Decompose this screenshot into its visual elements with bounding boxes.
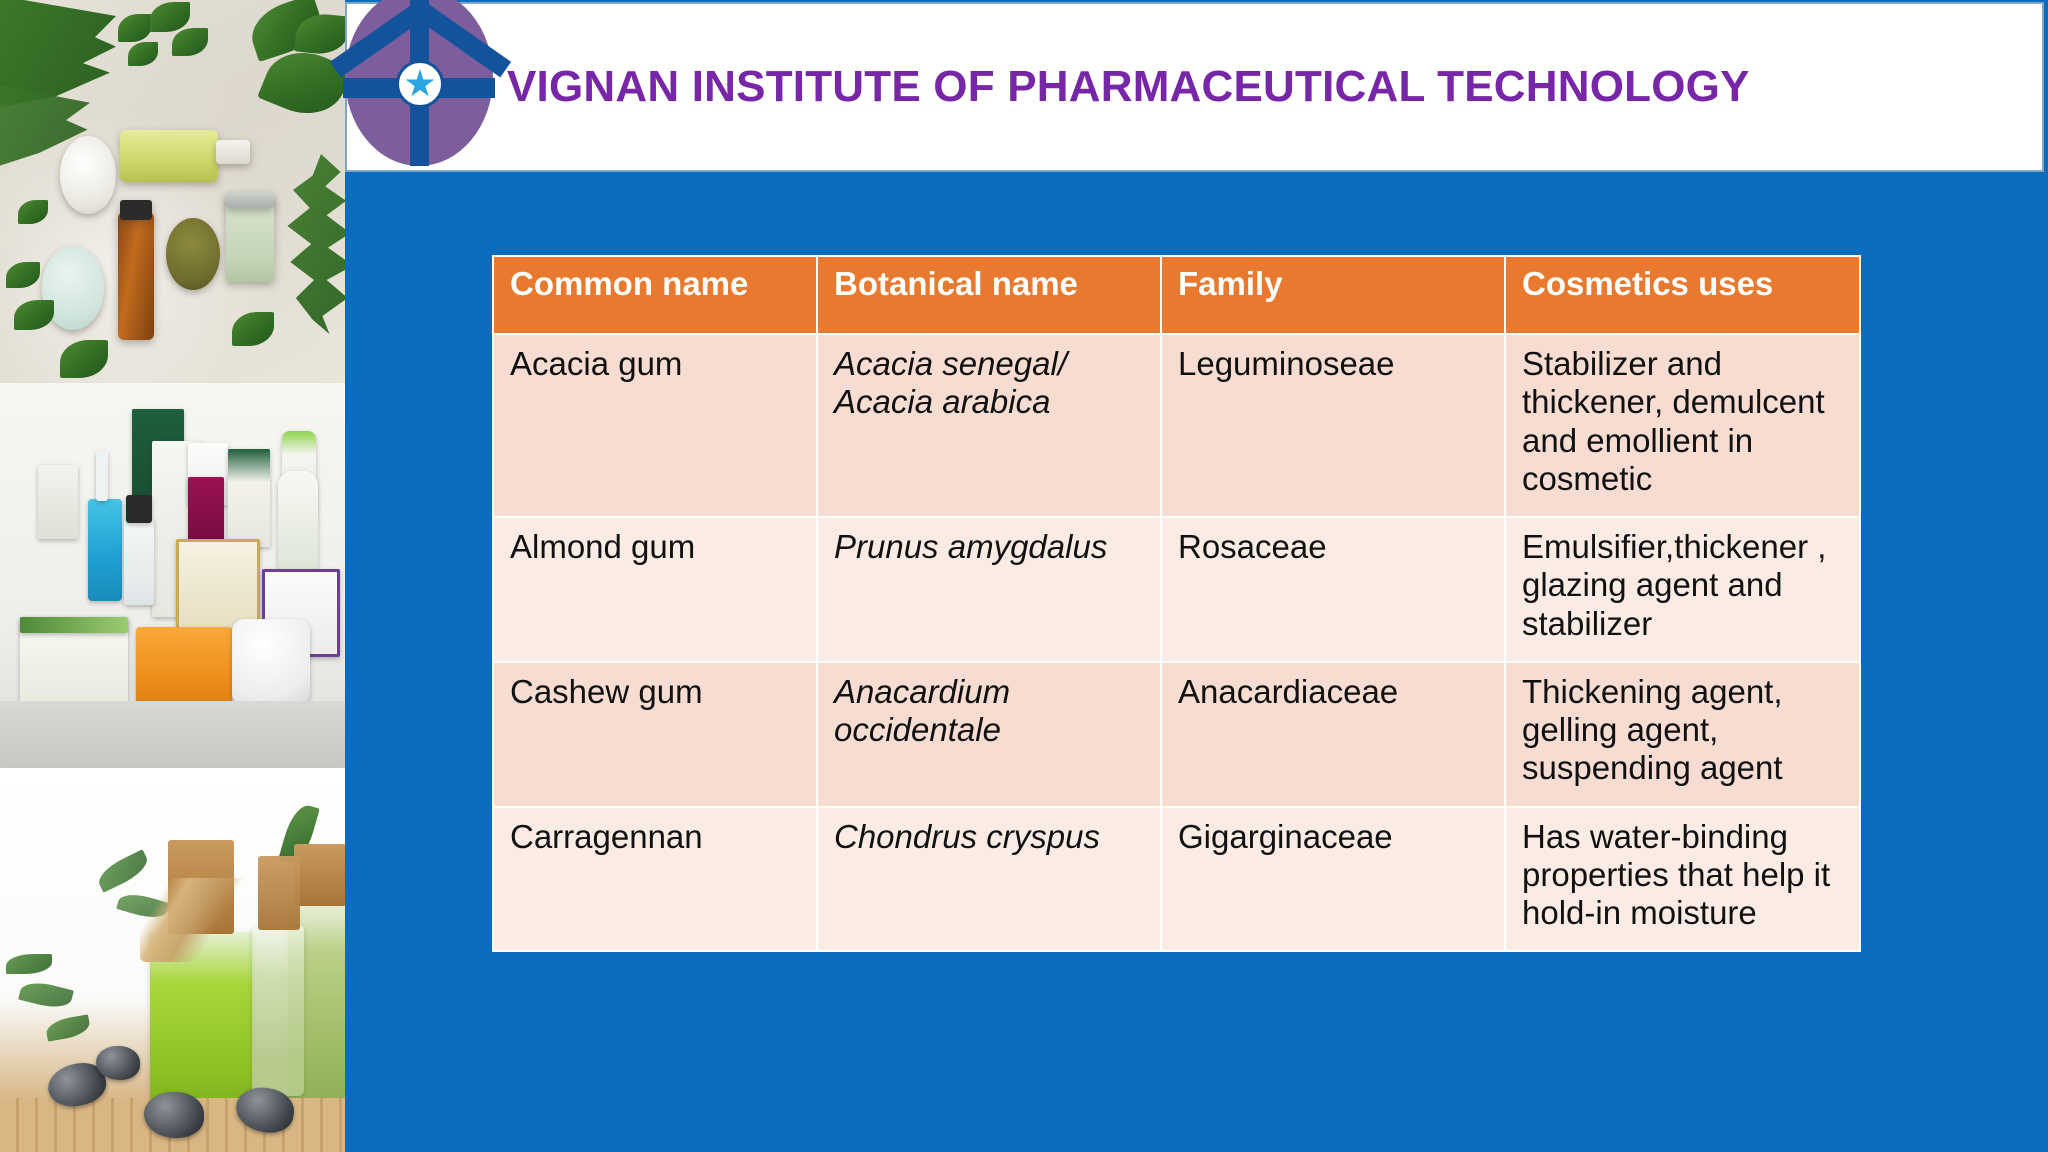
olive-leaf — [6, 954, 52, 974]
marble-table-surface — [0, 701, 345, 768]
table-row: Almond gum Prunus amygdalus Rosaceae Emu… — [494, 518, 1859, 661]
cell-family: Rosaceae — [1162, 518, 1504, 661]
spa-stone — [144, 1092, 204, 1138]
column-header-family: Family — [1162, 257, 1504, 333]
vignan-institute-logo-icon — [325, 0, 512, 172]
soap-box-green-band — [20, 617, 128, 633]
amber-dropper-bottle — [118, 212, 154, 340]
white-cream-tub — [232, 619, 310, 705]
table-header-row: Common name Botanical name Family Cosmet… — [494, 257, 1859, 333]
product-box-left-small — [38, 465, 78, 539]
gums-table-container: Common name Botanical name Family Cosmet… — [492, 255, 1861, 953]
hand-wash-bottle — [88, 499, 122, 601]
cell-botanical-name: Anacardium occidentale — [818, 662, 1160, 806]
institute-header-band: VIGNAN INSTITUTE OF PHARMACEUTICAL TECHN… — [329, 0, 2044, 172]
cell-cosmetics-uses: Has water-binding properties that help i… — [1506, 807, 1859, 951]
spray-bottle-clear — [124, 519, 154, 605]
column-header-botanical-name: Botanical name — [818, 257, 1160, 333]
cell-family: Gigarginaceae — [1162, 807, 1504, 951]
green-jar-lid — [226, 192, 274, 208]
cell-botanical-name: Chondrus cryspus — [818, 807, 1160, 951]
product-box-gold-cream — [176, 539, 260, 631]
raffia-tie-center — [140, 878, 260, 962]
orange-soap-bar — [136, 627, 232, 709]
green-cream-jar — [226, 196, 274, 282]
oil-vial-back — [252, 926, 304, 1096]
product-box-ketoconazole — [228, 449, 270, 547]
table-row: Carragennan Chondrus cryspus Gigarginace… — [494, 807, 1859, 951]
photo-herbal-cosmetics-flatlay — [0, 0, 345, 383]
institute-title: VIGNAN INSTITUTE OF PHARMACEUTICAL TECHN… — [507, 62, 1750, 111]
table-row: Acacia gum Acacia senegal/ Acacia arabic… — [494, 335, 1859, 517]
photo-green-oil-vials — [0, 768, 345, 1152]
photo-herbal-product-display — [0, 383, 345, 768]
herbal-paste-jar — [166, 218, 220, 290]
photo-strip — [0, 0, 345, 1152]
spa-stone — [96, 1046, 140, 1080]
cell-botanical-name: Prunus amygdalus — [818, 518, 1160, 661]
cell-cosmetics-uses: Thickening agent, gelling agent, suspend… — [1506, 662, 1859, 806]
column-header-common-name: Common name — [494, 257, 816, 333]
table-body: Acacia gum Acacia senegal/ Acacia arabic… — [494, 335, 1859, 951]
pump-dispenser-head — [216, 140, 250, 164]
cell-common-name: Carragennan — [494, 807, 816, 951]
cell-common-name: Almond gum — [494, 518, 816, 661]
cell-cosmetics-uses: Stabilizer and thickener, demulcent and … — [1506, 335, 1859, 517]
cork-stopper-back — [258, 856, 300, 930]
amber-bottle-cap — [120, 200, 152, 220]
cream-jar-white — [60, 136, 116, 214]
cell-family: Leguminoseae — [1162, 335, 1504, 517]
cell-cosmetics-uses: Emulsifier,thickener , glazing agent and… — [1506, 518, 1859, 661]
cork-stopper-right — [294, 844, 345, 906]
gums-table: Common name Botanical name Family Cosmet… — [492, 255, 1861, 953]
cell-common-name: Cashew gum — [494, 662, 816, 806]
column-header-cosmetics-uses: Cosmetics uses — [1506, 257, 1859, 333]
cell-botanical-name: Acacia senegal/ Acacia arabica — [818, 335, 1160, 517]
product-bottle-acne-oil — [278, 471, 318, 569]
spray-bottle-cap — [126, 495, 152, 523]
table-row: Cashew gum Anacardium occidentale Anacar… — [494, 662, 1859, 806]
table-head: Common name Botanical name Family Cosmet… — [494, 257, 1859, 333]
cell-common-name: Acacia gum — [494, 335, 816, 517]
hand-wash-pump — [96, 451, 108, 501]
oil-bottle-yellow — [120, 130, 218, 182]
cell-family: Anacardiaceae — [1162, 662, 1504, 806]
